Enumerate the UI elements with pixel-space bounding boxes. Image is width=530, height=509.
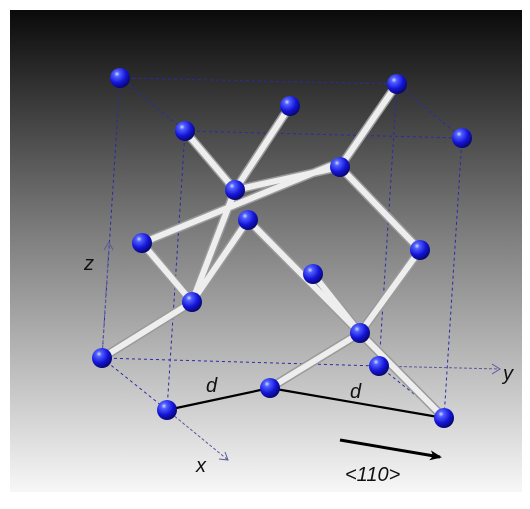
atom (238, 210, 258, 230)
atom (387, 74, 407, 94)
unit-cell-edges (101, 77, 463, 419)
atoms (92, 68, 472, 428)
atom (225, 180, 245, 200)
z-arrow-head (103, 240, 114, 251)
atom (110, 68, 130, 88)
atom (350, 323, 370, 343)
direction-110-arrow (339, 438, 442, 461)
z-axis-label: z (83, 253, 94, 275)
atom (157, 400, 177, 420)
distance-segments (166, 386, 445, 420)
y-arrow-head (491, 363, 501, 375)
y-axis-label: y (501, 363, 514, 385)
atom (303, 264, 323, 284)
atom (132, 233, 152, 253)
atom (175, 121, 195, 141)
atom (92, 348, 112, 368)
d-segment-left (166, 386, 271, 412)
atom (280, 96, 300, 116)
x-axis-arrow (166, 409, 229, 461)
atom (452, 128, 472, 148)
atom (182, 292, 202, 312)
x-axis-label: x (195, 455, 207, 477)
direction-label: <110> (345, 464, 400, 486)
z-axis-arrow (101, 243, 110, 359)
atom (410, 240, 430, 260)
distance-label-left: d (206, 375, 218, 397)
distance-label-right: d (350, 381, 362, 403)
atom (434, 408, 454, 428)
x-arrow-head (218, 451, 229, 461)
d-segment-right (269, 386, 445, 420)
atom (330, 157, 350, 177)
atom (369, 356, 389, 376)
atom (260, 378, 280, 398)
